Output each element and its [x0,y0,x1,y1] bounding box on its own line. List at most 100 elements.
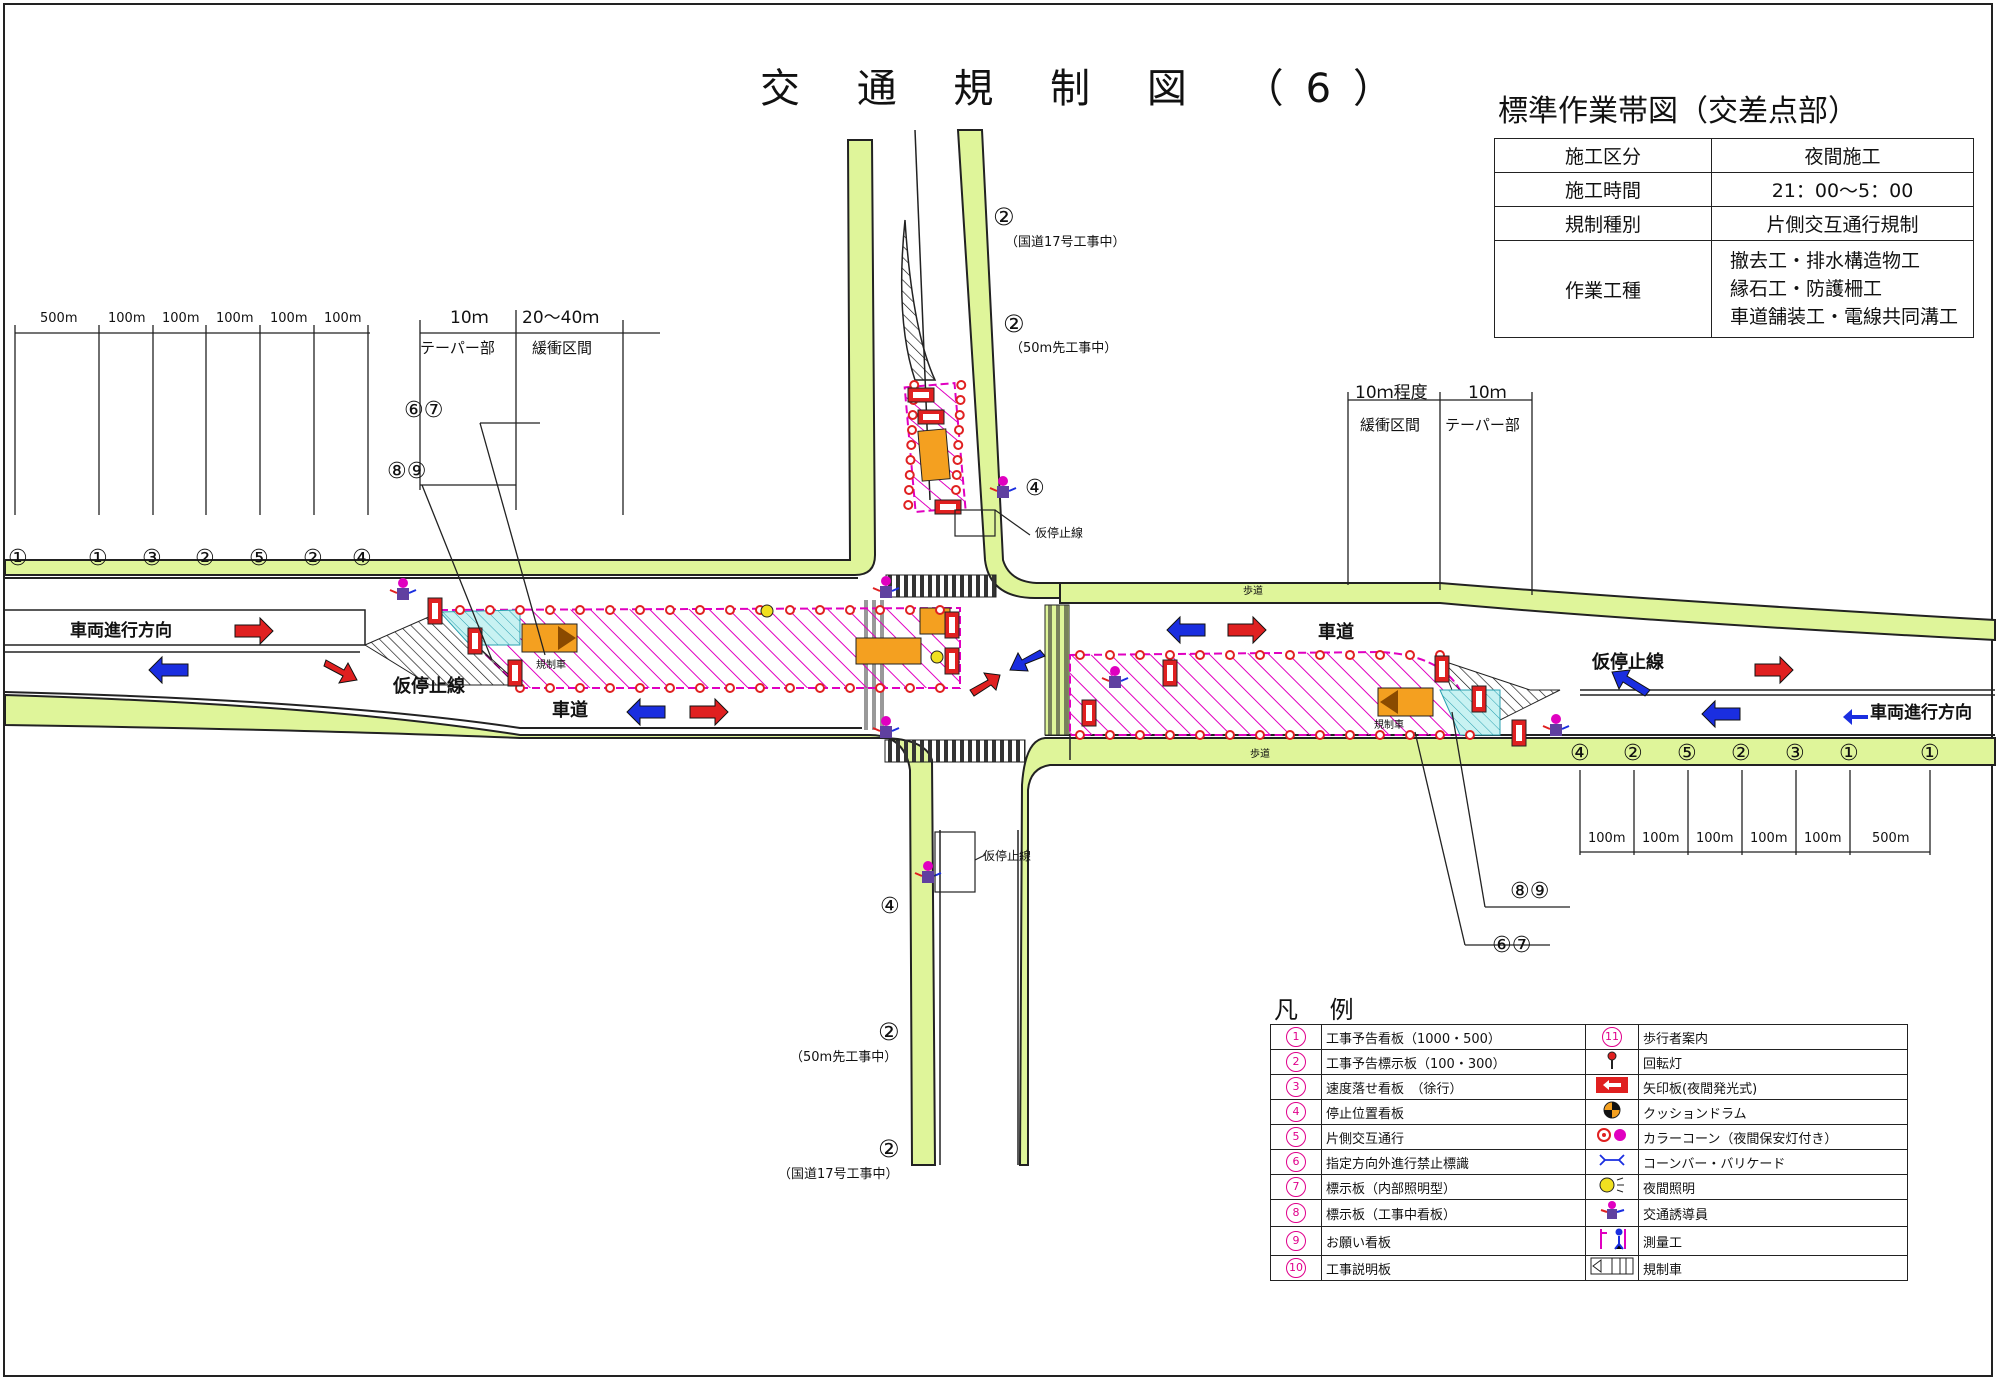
vehicle-direction-label: 車両進行方向 [70,620,172,641]
crosswalks [862,574,1070,763]
legend-title: 凡 例 [1274,996,1366,1024]
color-cone-icon [635,683,645,693]
left-distance-labels: 500m 100m 100m 100m 100m 100m [40,311,361,326]
callout-89: ⑧⑨ [387,459,426,484]
distance-label: 100m [1804,831,1841,846]
taper-length: 10ｍ [1468,383,1507,403]
color-cone-icon [956,380,967,390]
taper-label: テーパー部 [1445,416,1520,434]
legend-icon-cell: 9 [1270,1226,1322,1256]
arrow-board-icon [1511,719,1527,747]
blue-arrow-icon [1611,669,1651,697]
color-cone-icon [485,605,495,615]
distance-label: 500m [40,311,77,326]
info-row: 施工区分夜間施工 [1494,138,1974,173]
legend-number: 6 [1286,1152,1306,1172]
color-cone-icon [605,683,615,693]
color-cone-icon [905,605,915,615]
legend-number: 5 [1286,1127,1306,1147]
left-distance-dims [14,310,660,661]
color-cones [455,380,1475,740]
legend-label: 片側交互通行 [1321,1124,1586,1150]
roadway-label: 車道 [1318,621,1354,643]
work-type-line: 撤去工・排水構造物工 [1730,250,1921,272]
red-arrow-icon [1754,655,1794,685]
blue-arrow-icon [1701,699,1741,729]
temp-stop-line-label: 仮停止線 [392,675,465,697]
color-cone-icon [1225,730,1235,740]
buffer-length: 10ｍ程度 [1355,383,1428,403]
surveyor-icon [1595,1228,1629,1255]
legend-icon-cell [1585,1226,1639,1256]
distance-label: 500m [1872,831,1909,846]
buffer-length: 20～40ｍ [522,308,599,328]
color-cone-icon [1315,650,1325,660]
color-cone-icon [903,500,914,510]
color-cone-icon [455,605,465,615]
color-cone-icon [665,683,675,693]
legend-label: 夜間照明 [1638,1174,1908,1200]
legend-icon-cell [1585,1174,1639,1200]
color-cone-icon [545,683,555,693]
lane-lines [5,129,1995,1165]
color-cone-icon [1315,730,1325,740]
legend-label: コーンバー・バリケード [1638,1149,1908,1175]
arrow-board-icon [467,627,483,655]
legend-number: 11 [1602,1027,1622,1047]
arrow-board-icon [427,597,443,625]
sidewalk-label: 歩道 [1243,584,1263,597]
legend-icon-cell [1585,1255,1639,1281]
legend-label: 標示板（工事中看板） [1321,1199,1586,1227]
sign-number: ② [878,1018,900,1046]
color-cone-icon [1345,730,1355,740]
color-cone-icon [935,683,945,693]
legend-icon-cell: 6 [1270,1149,1322,1175]
info-value: 片側交互通行規制 [1711,206,1974,241]
legend-icon-cell [1585,1124,1639,1150]
legend-number: 4 [1286,1102,1306,1122]
info-row: 規制種別片側交互通行規制 [1494,206,1974,241]
color-cone-icon [515,605,525,615]
sidewalk-label: 歩道 [1250,747,1270,760]
legend-icon-cell [1585,1049,1639,1075]
info-key: 施工区分 [1494,138,1712,173]
info-key: 規制種別 [1494,206,1712,241]
sign-number: ① [1920,741,1940,766]
color-cone-icon [1285,650,1295,660]
color-cone-icon [954,425,964,435]
legend-label: 交通誘導員 [1638,1199,1908,1227]
distance-label: 100m [1696,831,1733,846]
color-cone-icon [575,683,585,693]
blue-arrow-icon [1843,709,1868,725]
flagger-icon [1542,714,1570,736]
sign-number: ② [1623,741,1643,766]
color-cone-icon [695,683,705,693]
arrow-board-icon [917,409,945,425]
roadway-label: 車道 [552,699,588,721]
color-cone-icon [1375,650,1385,660]
legend-number: 2 [1286,1052,1306,1072]
right-distance-labels: 100m 100m 100m 100m 100m 500m [1588,831,1909,846]
page-title: 交 通 規 制 図 （6） [760,66,1416,112]
flagger-icon [914,861,942,883]
sign-number: ④ [1570,741,1590,766]
right-callouts: ⑧⑨ ⑥⑦ [1492,879,1549,958]
right-sign-numbers: ④ ② ⑤ ② ③ ① ① [1570,741,1940,766]
sign-number: ⑤ [249,546,269,571]
legend-label: 速度落せ看板 （徐行） [1321,1074,1586,1100]
red-arrow-icon [323,659,358,684]
distance-label: 100m [216,311,253,326]
temp-stop-line-label: 仮停止線 [1035,525,1083,540]
color-cone-icon [951,470,962,480]
legend-label: 矢印板(夜間発光式) [1638,1074,1908,1100]
callout-89: ⑧⑨ [1510,879,1549,904]
info-value: 撤去工・排水構造物工 縁石工・防護柵工 車道舗装工・電線共同溝工 [1711,240,1974,338]
sidewalks [4,129,1996,1166]
legend-icon-cell [1585,1149,1639,1175]
